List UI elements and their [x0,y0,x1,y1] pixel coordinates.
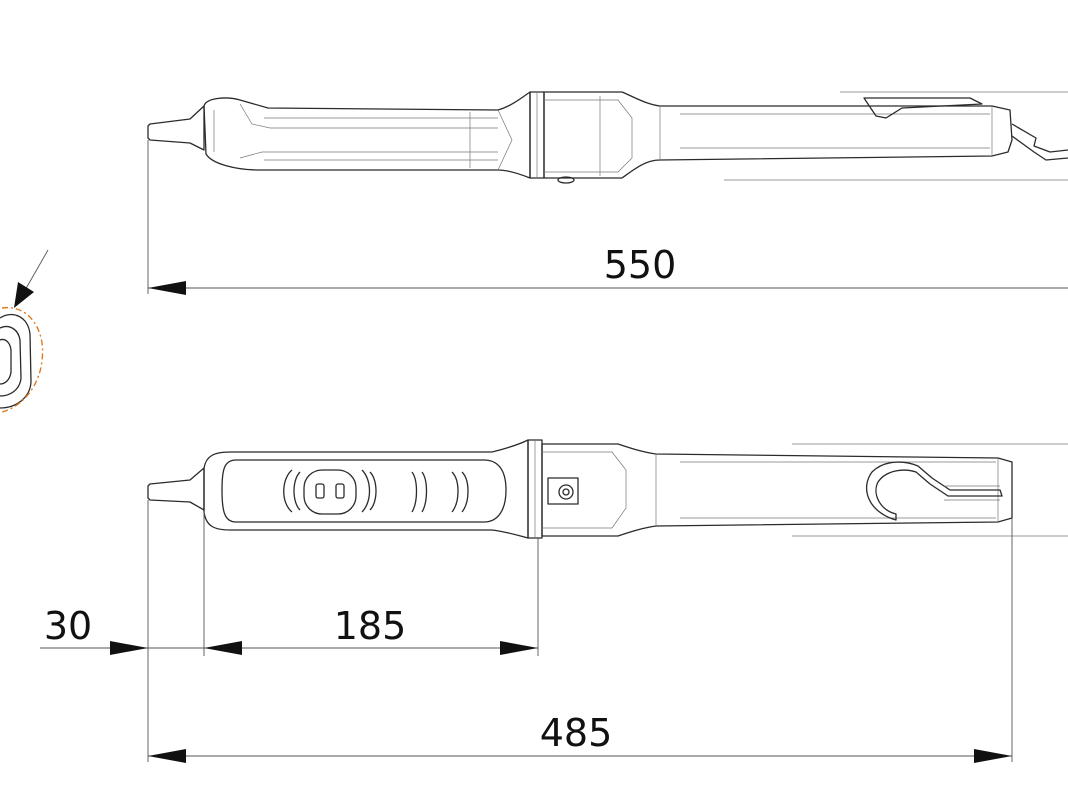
handle-arrow-left [204,641,242,655]
dimension-handle-label: 185 [334,604,407,648]
dimension-tip-label: 30 [44,604,92,648]
lamp-front-view [147,439,1068,539]
tip-arrow-right [110,641,148,655]
socket-outline [303,469,357,515]
end-view-arrow [14,282,34,308]
body-arrow-left [148,749,186,763]
end-view [0,249,49,413]
dimension-overall-arrow [148,281,186,295]
dimension-body-label: 485 [540,711,613,755]
dimension-body: 485 [148,518,1013,763]
dimension-overall-label: 550 [604,243,677,287]
dimension-tip-handle: 30 185 [40,500,539,762]
body-arrow-right [974,749,1012,763]
dimension-overall: 550 [147,140,1068,295]
handle-arrow-right [500,641,538,655]
lamp-top-view [147,91,1068,184]
